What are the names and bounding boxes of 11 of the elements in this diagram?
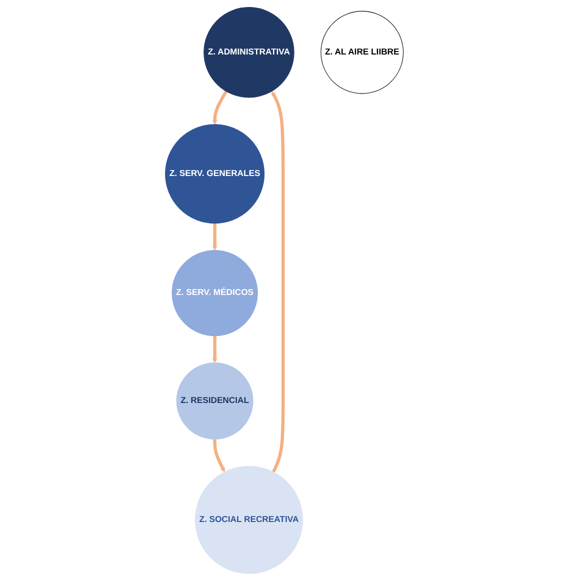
arrow: [212, 223, 217, 250]
arrow: [212, 90, 228, 125]
arrow: [212, 336, 217, 363]
node-circle: Z. AL AIRE LIIBRE: [320, 10, 404, 94]
node-circle: Z. SOCIAL RECREATIVA: [194, 466, 303, 574]
arrow: [212, 439, 225, 472]
node-circle: Z. SERV. MÉDICOS: [171, 250, 258, 336]
node-circle: Z. ADMINISTRATIVA: [203, 7, 294, 98]
node-circle: Z. RESIDENCIAL: [176, 362, 253, 440]
arrow: [271, 91, 284, 473]
node-circle: Z. SERV. GENERALES: [164, 124, 264, 224]
